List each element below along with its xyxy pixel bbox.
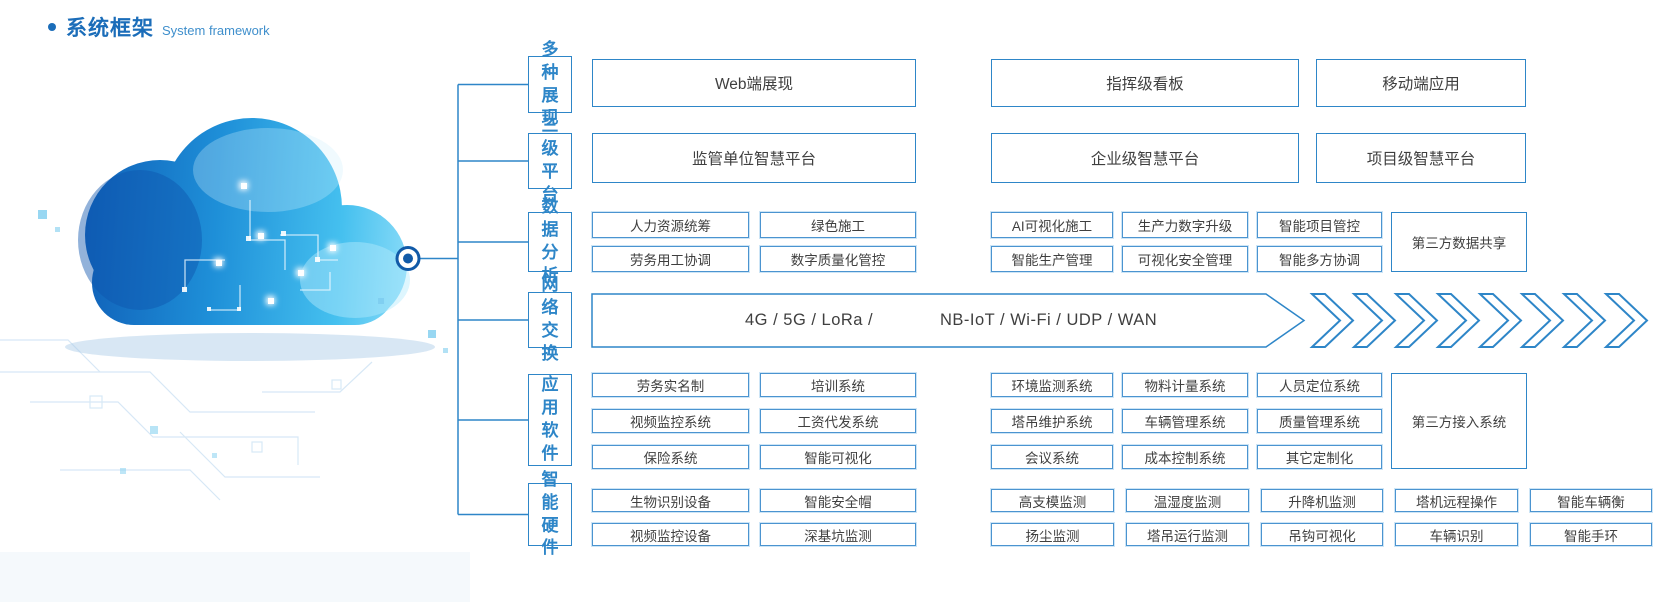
category-display: 多种展现	[528, 40, 572, 127]
diagram-box: 扬尘监测	[991, 523, 1114, 546]
diagram-box: 物料计量系统	[1122, 373, 1248, 397]
diagram-box: 车辆管理系统	[1122, 409, 1248, 433]
diagram-box: 质量管理系统	[1257, 409, 1382, 433]
cloud-illustration	[38, 118, 448, 474]
diagram-box: 生产力数字升级	[1122, 212, 1248, 238]
diagram-box: 成本控制系统	[1122, 445, 1248, 469]
hub-node-icon	[395, 246, 421, 271]
diagram-box: 人力资源统筹	[592, 212, 749, 238]
network-protocols-left: 4G / 5G / LoRa /	[745, 311, 874, 329]
diagram-box: 智能生产管理	[991, 246, 1113, 272]
network-protocols-right: NB-IoT / Wi-Fi / UDP / WAN	[940, 311, 1158, 329]
diagram-box: 温湿度监测	[1126, 489, 1249, 512]
box-third-party-access: 第三方接入系统	[1391, 373, 1527, 469]
category-software: 应用软件	[528, 374, 572, 466]
category-data-analysis: 数据分析	[528, 197, 572, 285]
diagram-box: 视频监控系统	[592, 409, 749, 433]
diagram-box: 会议系统	[991, 445, 1113, 469]
page-title-en: System framework	[162, 23, 270, 38]
diagram-box: 培训系统	[760, 373, 916, 397]
bullet-icon	[48, 23, 56, 31]
diagram-box: 绿色施工	[760, 212, 916, 238]
diagram-box: 生物识别设备	[592, 489, 749, 512]
diagram-box: 其它定制化	[1257, 445, 1382, 469]
box-mobile-app: 移动端应用	[1316, 59, 1526, 107]
box-enterprise-platform: 企业级智慧平台	[991, 133, 1299, 183]
diagram-box: 智能安全帽	[760, 489, 916, 512]
diagram-box: 劳务实名制	[592, 373, 749, 397]
diagram-box: 劳务用工协调	[592, 246, 749, 272]
diagram-box: 人员定位系统	[1257, 373, 1382, 397]
diagram-box: 塔机远程操作	[1395, 489, 1518, 512]
box-command-board: 指挥级看板	[991, 59, 1299, 107]
diagram-box: AI可视化施工	[991, 212, 1113, 238]
diagram-box: 环境监测系统	[991, 373, 1113, 397]
page-title: 系统框架	[66, 17, 154, 40]
category-hardware: 智能硬件	[528, 470, 572, 557]
box-web-display: Web端展现	[592, 59, 916, 107]
box-project-platform: 项目级智慧平台	[1316, 133, 1526, 183]
chevron-right-icons	[1309, 293, 1649, 348]
diagram-box: 车辆识别	[1395, 523, 1518, 546]
network-pipe-arrow	[591, 293, 1306, 348]
box-third-party-data: 第三方数据共享	[1391, 212, 1527, 272]
diagram-box: 智能项目管控	[1257, 212, 1382, 238]
diagram-box: 智能手环	[1530, 523, 1652, 546]
circuit-background-pattern	[0, 339, 470, 602]
diagram-box: 数字质量化管控	[760, 246, 916, 272]
diagram-box: 可视化安全管理	[1122, 246, 1248, 272]
category-network: 网络交换	[528, 275, 572, 363]
connector-lines	[419, 83, 528, 516]
box-regulator-platform: 监管单位智慧平台	[592, 133, 916, 183]
diagram-box: 工资代发系统	[760, 409, 916, 433]
diagram-box: 智能多方协调	[1257, 246, 1382, 272]
diagram-box: 保险系统	[592, 445, 749, 469]
diagram-box: 深基坑监测	[760, 523, 916, 546]
diagram-box: 升降机监测	[1261, 489, 1383, 512]
diagram-box: 高支模监测	[991, 489, 1114, 512]
diagram-box: 智能可视化	[760, 445, 916, 469]
diagram-box: 塔吊维护系统	[991, 409, 1113, 433]
diagram-box: 吊钩可视化	[1261, 523, 1383, 546]
category-platform: 三级平台	[528, 116, 572, 204]
diagram-box: 塔吊运行监测	[1126, 523, 1249, 546]
diagram-box: 视频监控设备	[592, 523, 749, 546]
diagram-box: 智能车辆衡	[1530, 489, 1652, 512]
section-title: 系统框架 System framework	[48, 12, 270, 42]
